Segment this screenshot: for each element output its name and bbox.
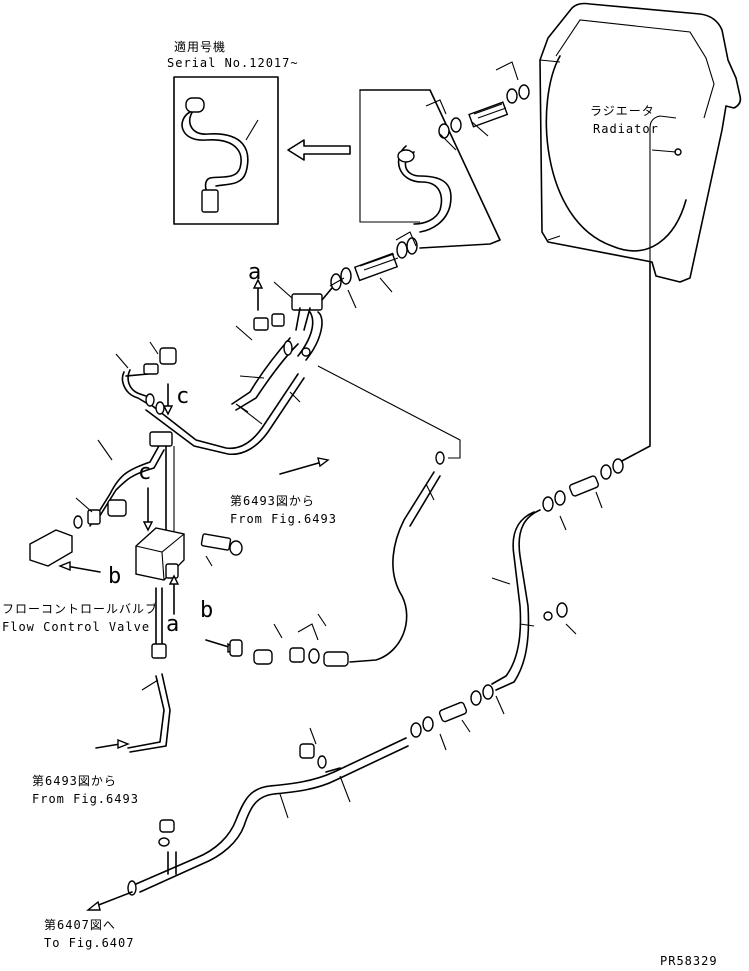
view-marker-b-left: b (108, 564, 122, 589)
ref-from-6493-bottom-en: From Fig.6493 (32, 792, 139, 806)
drawing-number: PR58329 (660, 954, 718, 968)
reference-arrows (86, 457, 330, 911)
flow-control-valve-en: Flow Control Valve (2, 620, 151, 634)
view-marker-a-top: a (248, 260, 262, 285)
view-marker-c-valve: c (138, 460, 152, 485)
inset-box (173, 76, 279, 225)
inset-pointer-arrow (287, 139, 351, 161)
view-marker-b-mid: b (200, 598, 214, 623)
inset-serial-jp: 適用号機 (174, 40, 227, 54)
flow-control-valve-assembly (29, 431, 243, 753)
view-arrows (58, 278, 264, 653)
ref-from-6493-top-jp: 第6493図から (230, 494, 315, 508)
ref-to-6407-jp: 第6407図へ (44, 918, 116, 932)
ref-from-6493-top-en: From Fig.6493 (230, 512, 337, 526)
radiator-drawing (539, 2, 742, 283)
lower-middle-hoses (229, 365, 461, 667)
return-line-assembly (127, 261, 651, 896)
radiator-label-jp: ラジエータ (590, 104, 655, 118)
manifold-hoses (115, 281, 333, 456)
radiator-label-en: Radiator (593, 122, 659, 136)
ref-to-6407-en: To Fig.6407 (44, 936, 135, 950)
view-marker-a-valve: a (166, 612, 180, 637)
top-pipe-assembly (329, 61, 530, 309)
flow-control-valve-jp: フローコントロールバルブ (2, 602, 159, 616)
view-marker-c-left: c (176, 384, 190, 409)
ref-from-6493-bottom-jp: 第6493図から (32, 774, 117, 788)
inset-serial-en: Serial No.12017~ (167, 56, 299, 70)
